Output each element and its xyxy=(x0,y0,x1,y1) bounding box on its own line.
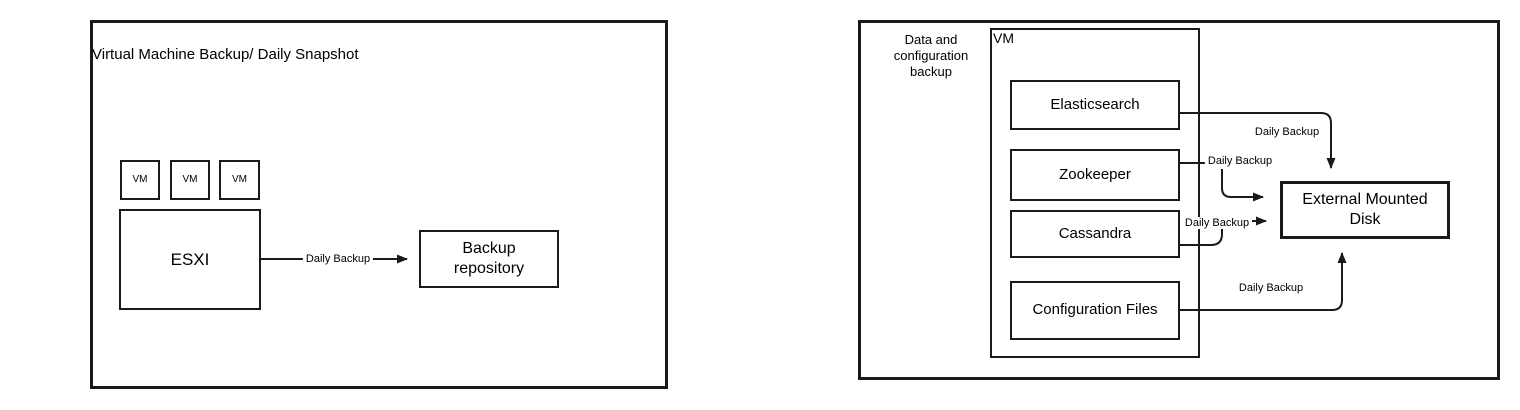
zookeeper-flow-label: Daily Backup xyxy=(1204,155,1276,167)
esxi-node: ESXI xyxy=(119,209,261,310)
vm-backup-panel xyxy=(90,20,668,389)
backup-repository-label: Backup repository xyxy=(453,240,525,277)
zookeeper-label: Zookeeper xyxy=(1059,165,1131,183)
vm-node-2-label: VM xyxy=(182,173,198,185)
vm-node-3: VM xyxy=(219,160,260,200)
configuration-files-node: Configuration Files xyxy=(1010,281,1180,340)
configuration-files-flow-label: Daily Backup xyxy=(1238,282,1304,294)
vm-backup-title: Virtual Machine Backup/ Daily Snapshot xyxy=(92,46,359,63)
backup-repository-node: Backup repository xyxy=(419,230,559,288)
cassandra-label: Cassandra xyxy=(1058,224,1132,242)
esxi-node-label: ESXI xyxy=(170,249,210,269)
external-mounted-disk-node: External Mounted Disk xyxy=(1280,181,1450,239)
cassandra-flow-label: Daily Backup xyxy=(1181,217,1253,229)
vm-node-1-label: VM xyxy=(132,173,148,185)
elasticsearch-label: Elasticsearch xyxy=(1050,95,1140,113)
elasticsearch-flow-label: Daily Backup xyxy=(1254,126,1320,138)
configuration-files-label: Configuration Files xyxy=(1032,301,1158,319)
daily-backup-flow-label: Daily Backup xyxy=(302,253,374,265)
zookeeper-node: Zookeeper xyxy=(1010,149,1180,201)
vm-node-1: VM xyxy=(120,160,160,200)
vm-node-3-label: VM xyxy=(232,173,247,185)
elasticsearch-node: Elasticsearch xyxy=(1010,80,1180,130)
data-backup-group-label: Data and configuration backup xyxy=(893,32,969,79)
vm-container-label: VM xyxy=(993,30,1014,46)
cassandra-node: Cassandra xyxy=(1010,210,1180,258)
vm-node-2: VM xyxy=(170,160,210,200)
external-mounted-disk-label: External Mounted Disk xyxy=(1302,191,1428,228)
